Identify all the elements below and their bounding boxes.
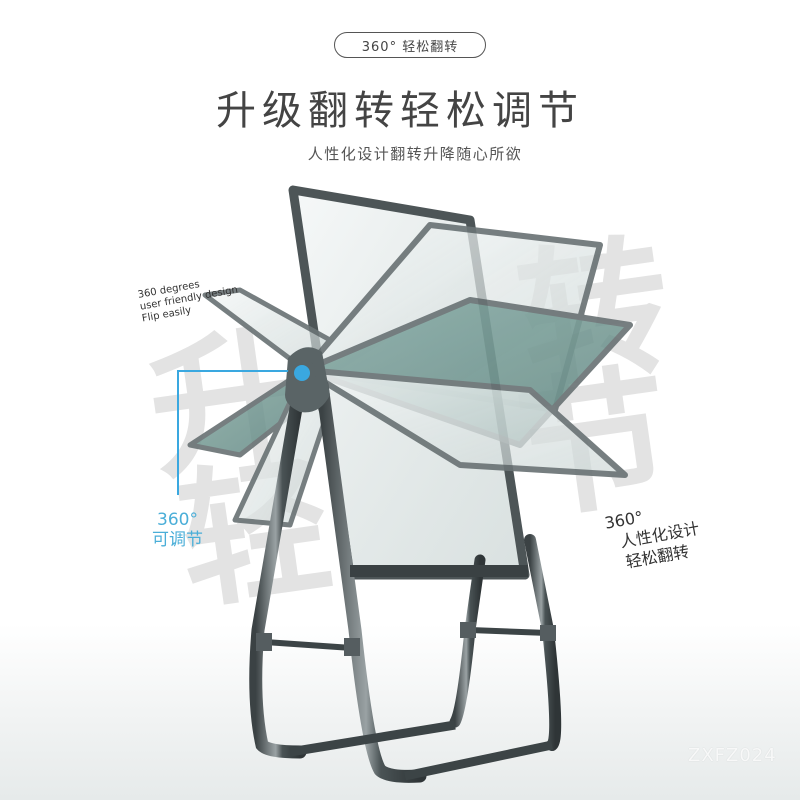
- rotation-badge: 360° 轻松翻转: [334, 32, 486, 58]
- rotated-boards: [187, 222, 633, 528]
- callout-degrees: 360°: [157, 510, 198, 530]
- adjustable-callout: 360° 可调节: [152, 510, 203, 550]
- callout-label: 可调节: [152, 530, 203, 550]
- stand-frame: [249, 347, 562, 783]
- page-subtitle: 人性化设计翻转升降随心所欲: [307, 145, 523, 163]
- watermark-text: ZXFZ024: [688, 745, 777, 766]
- callout-leader-line: [177, 370, 302, 495]
- page-title: 升级翻转轻松调节: [216, 88, 584, 134]
- hinge-pivot-icon: [294, 365, 310, 381]
